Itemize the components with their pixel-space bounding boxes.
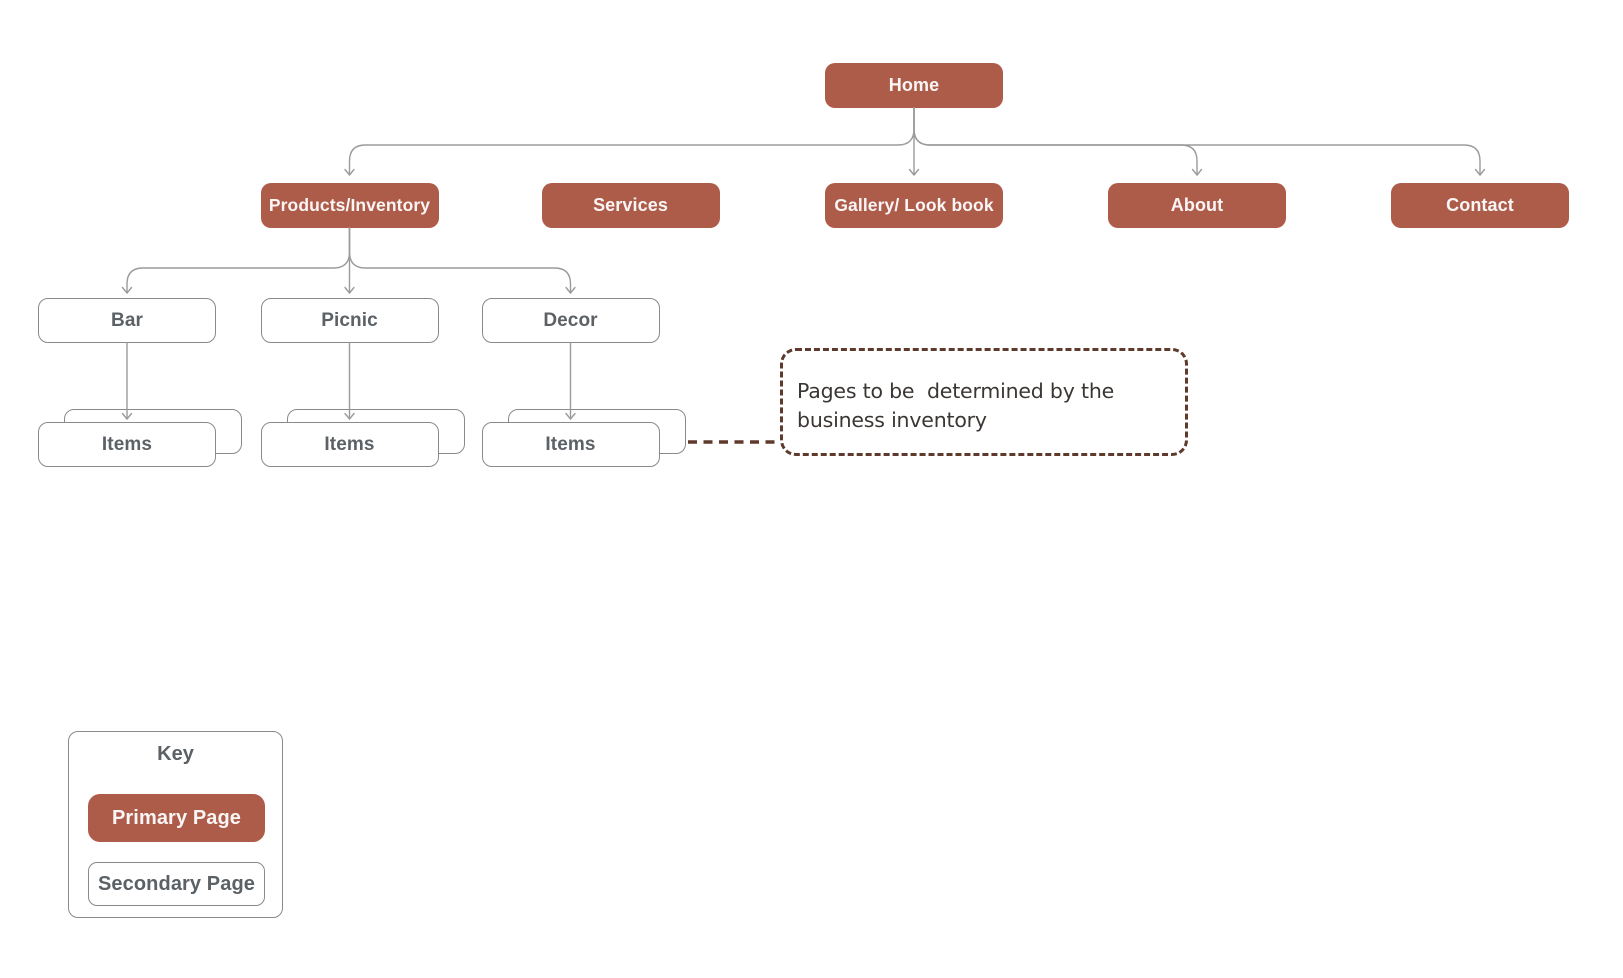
node-items-picnic-label: Items: [324, 433, 375, 455]
legend-secondary-page[interactable]: Secondary Page: [88, 862, 265, 906]
node-services[interactable]: Services: [541, 183, 720, 228]
node-gallery-lookbook-label: Gallery/ Look book: [834, 195, 994, 215]
node-bar-label: Bar: [111, 309, 143, 331]
node-picnic[interactable]: Picnic: [260, 298, 439, 343]
annotation-callout: Pages to be determined by the business i…: [780, 348, 1188, 456]
node-services-label: Services: [593, 195, 668, 215]
legend-title: Key: [157, 743, 194, 765]
node-picnic-label: Picnic: [321, 309, 378, 331]
node-about-label: About: [1170, 195, 1224, 215]
legend-primary-page[interactable]: Primary Page: [88, 794, 265, 842]
node-home-label: Home: [888, 75, 940, 95]
annotation-line-1: Pages to be determined by the: [797, 379, 1115, 403]
node-contact-label: Contact: [1446, 195, 1514, 215]
node-products-inventory-label: Products/Inventory: [268, 195, 431, 215]
node-products-inventory[interactable]: Products/Inventory: [260, 183, 439, 228]
node-contact[interactable]: Contact: [1391, 183, 1569, 228]
node-bar[interactable]: Bar: [38, 298, 216, 343]
node-about[interactable]: About: [1108, 183, 1286, 228]
annotation-line-2: business inventory: [797, 408, 987, 432]
legend-key: Key Primary Page Secondary Page: [68, 731, 283, 918]
node-items-decor-label: Items: [545, 433, 596, 455]
legend-primary-page-label: Primary Page: [111, 806, 242, 829]
node-items-picnic[interactable]: Items: [260, 422, 439, 467]
node-gallery-lookbook[interactable]: Gallery/ Look book: [825, 183, 1003, 228]
node-home[interactable]: Home: [825, 63, 1003, 108]
node-items-bar[interactable]: Items: [38, 422, 216, 467]
node-items-bar-label: Items: [101, 433, 153, 455]
node-decor-label: Decor: [543, 309, 598, 331]
node-decor[interactable]: Decor: [481, 298, 660, 343]
node-items-decor[interactable]: Items: [481, 422, 660, 467]
legend-secondary-page-label: Secondary Page: [97, 872, 256, 895]
